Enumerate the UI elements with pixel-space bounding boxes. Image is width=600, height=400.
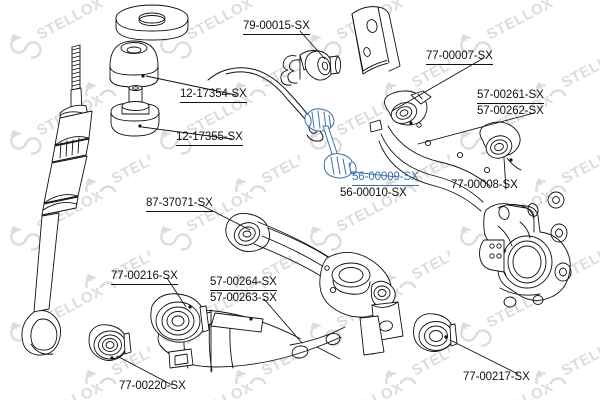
part-stabilizer-link-highlighted [304, 108, 357, 179]
part-label-79-00015-sx: 79-00015-SX [243, 20, 310, 35]
part-label-87-37071-sx: 87-37071-SX [146, 197, 213, 212]
part-label-77-00007-sx: 77-00007-SX [426, 50, 493, 65]
part-label-77-00220-sx: 77-00220-SX [119, 380, 186, 392]
part-knuckle-bush [413, 313, 458, 352]
part-lower-control-arm [150, 293, 346, 373]
part-steering-knuckle [479, 191, 572, 308]
part-label-56-00009-sx: 56-00009-SX [352, 171, 419, 186]
part-rear-upper-control-arm [369, 90, 522, 212]
part-label-57-00264-sx: 57-00264-SX [210, 276, 277, 291]
part-label-77-00008-sx: 77-00008-SX [451, 179, 518, 191]
part-stabilizer-bar-bush [280, 50, 342, 86]
part-stabilizer-bar [207, 67, 324, 142]
part-upper-mount-washer [115, 4, 189, 41]
leader-lines [116, 30, 535, 386]
part-bracket-plate [351, 6, 401, 75]
part-label-77-00216-sx: 77-00216-SX [111, 270, 178, 285]
part-label-57-00262-sx: 57-00262-SX [477, 105, 544, 117]
part-label-77-00217-sx: 77-00217-SX [463, 371, 530, 383]
part-label-12-17354-sx: 12-17354-SX [180, 88, 247, 103]
part-shock-absorber [21, 44, 93, 356]
part-label-56-00010-sx: 56-00010-SX [340, 187, 407, 199]
part-label-12-17355-sx: 12-17355-SX [176, 131, 243, 146]
part-small-bush [88, 324, 132, 361]
part-label-57-00263-sx: 57-00263-SX [210, 292, 277, 304]
part-label-57-00261-sx: 57-00261-SX [477, 89, 544, 104]
part-upper-strut-mount-bush [109, 40, 159, 88]
